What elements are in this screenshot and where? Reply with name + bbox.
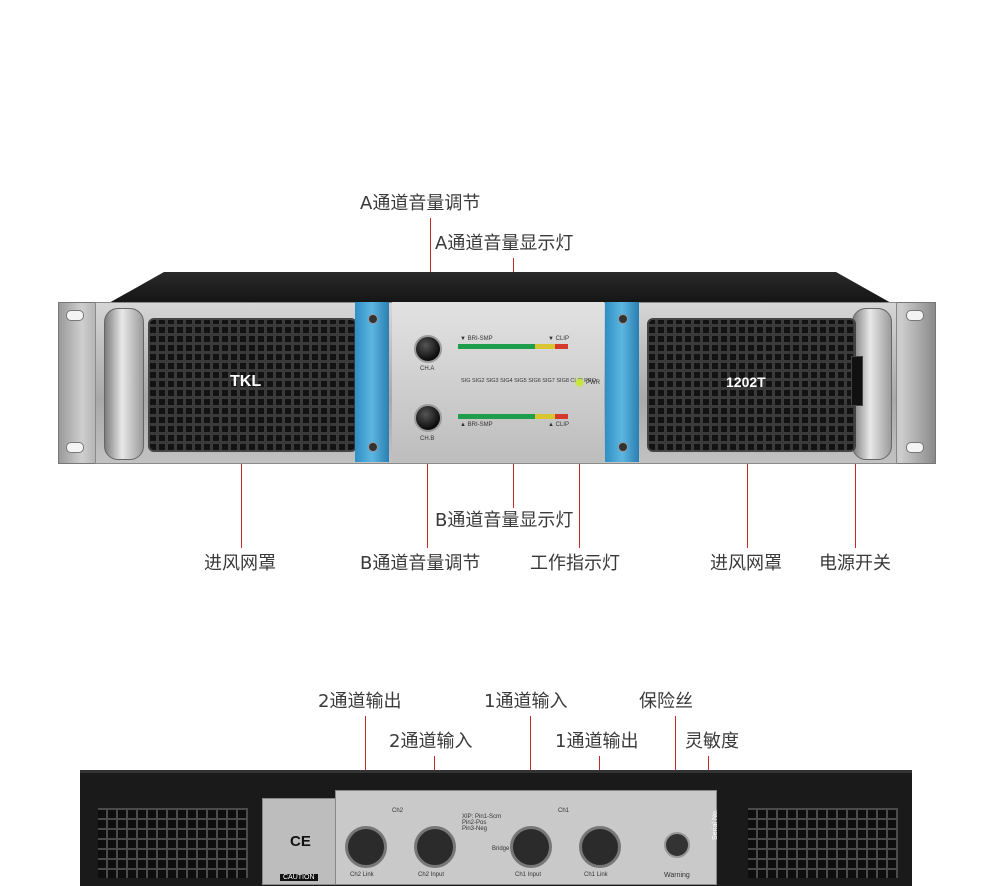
rack-hole [66, 442, 84, 453]
callout-ch2-in: 2通道输入 [389, 731, 473, 752]
callout-line-grille-left [241, 400, 242, 548]
ch2-link-connector[interactable] [345, 826, 387, 868]
intake-grille-left [148, 318, 357, 452]
screw [618, 314, 628, 324]
ce-mark: CE [290, 833, 311, 850]
callout-work-led: 工作指示灯 [530, 553, 620, 574]
meter-scale-label: SIG SIG2 SIG3 SIG4 SIG5 SIG6 SIG7 SIG8 C… [461, 378, 597, 384]
callout-power-switch: 电源开关 [819, 553, 891, 574]
pwr-led [576, 379, 583, 386]
ch-b-volume-knob[interactable] [414, 404, 442, 432]
pin-info-label: XIP: Pin1-Scrn Pin2-Pos Pin3-Neg [462, 814, 502, 832]
ch1-group-label: Ch1 [558, 808, 570, 814]
rear-left-plate [262, 798, 336, 885]
ch1-link-label: Ch1 Link [584, 872, 608, 878]
callout-line-work-led [579, 385, 580, 548]
ch1-input-connector[interactable] [510, 826, 552, 868]
fuse-holder[interactable] [664, 832, 690, 858]
blue-plate-left [355, 302, 389, 462]
meter-a-left-label: ▼ BRI-SMP [460, 336, 493, 342]
callout-b-meter: B通道音量显示灯 [435, 510, 574, 531]
callout-ch1-out: 1通道输出 [555, 731, 639, 752]
meter-a-right-label: ▼ CLIP [548, 336, 569, 342]
caution-label: CAUTION [280, 874, 318, 881]
rear-grille-right [748, 808, 898, 878]
callout-line-b-volume [427, 438, 428, 548]
ch-b-label: CH.B [420, 436, 435, 442]
ch2-link-label: Ch2 Link [350, 872, 374, 878]
callout-grille-right: 进风网罩 [710, 553, 782, 574]
rack-hole [906, 310, 924, 321]
ch2-input-label: Ch2 Input [418, 872, 445, 878]
callout-line-b-meter [513, 420, 514, 508]
callout-line-power-switch [855, 400, 856, 548]
callout-a-meter: A通道音量显示灯 [435, 233, 574, 254]
ch-a-volume-knob[interactable] [414, 335, 442, 363]
model-label: 1202T [726, 374, 766, 390]
callout-b-volume: B通道音量调节 [360, 553, 481, 574]
pwr-label: PWR [586, 380, 600, 386]
screw [368, 442, 378, 452]
meter-b-right-label: ▲ CLIP [548, 422, 569, 428]
ch1-link-connector[interactable] [579, 826, 621, 868]
callout-ch2-out: 2通道输出 [318, 691, 402, 712]
handle-left[interactable] [104, 308, 144, 460]
screw [368, 314, 378, 324]
callout-sensitivity: 灵敏度 [685, 731, 739, 752]
bridge-label: Bridge [492, 846, 510, 852]
rack-hole [906, 442, 924, 453]
ch2-input-connector[interactable] [414, 826, 456, 868]
intake-grille-right [647, 318, 856, 452]
warning-label: Warning [664, 872, 690, 879]
meter-b-left-label: ▲ BRI-SMP [460, 422, 493, 428]
power-switch[interactable] [851, 356, 863, 406]
callout-ch1-in: 1通道输入 [484, 691, 568, 712]
screw [618, 442, 628, 452]
ch1-input-label: Ch1 Input [515, 872, 542, 878]
brand-logo: TKL [230, 373, 262, 390]
rear-grille-left [98, 808, 248, 878]
serial-label: Serial No. [712, 809, 719, 840]
ch-b-level-meter [458, 414, 568, 419]
ch-a-label: CH.A [420, 366, 435, 372]
blue-plate-right [605, 302, 639, 462]
control-panel [392, 302, 604, 462]
callout-grille-left: 进风网罩 [204, 553, 276, 574]
callout-line-grille-right [747, 400, 748, 548]
ch2-group-label: Ch2 [392, 808, 404, 814]
callout-fuse: 保险丝 [639, 691, 693, 712]
callout-a-volume: A通道音量调节 [360, 193, 481, 214]
rack-hole [66, 310, 84, 321]
ch-a-level-meter [458, 344, 568, 349]
